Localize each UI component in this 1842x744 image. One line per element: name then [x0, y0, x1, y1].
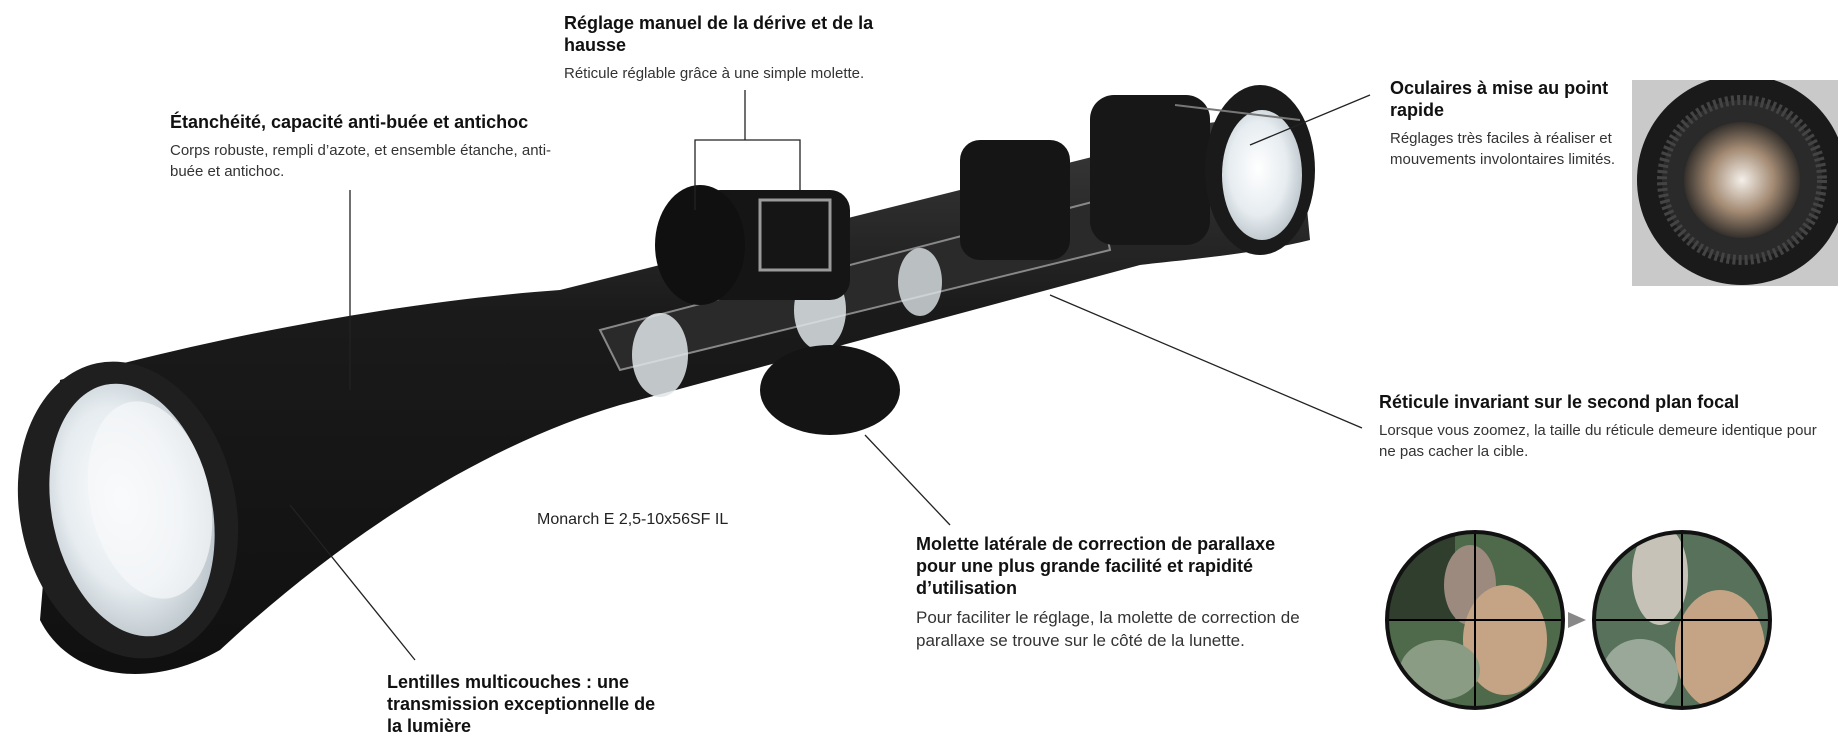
callout-oculaires-text: Réglages très faciles à réaliser et mouv…: [1390, 130, 1616, 168]
callout-reticule-text: Lorsque vous zoomez, la taille du réticu…: [1379, 422, 1817, 460]
leader-oculaires: [1249, 94, 1371, 146]
callout-reticule: Réticule invariant sur le second plan fo…: [1379, 391, 1819, 462]
callout-etancheite: Étanchéité, capacité anti-buée et antich…: [170, 111, 570, 182]
callout-molette-title: Molette latérale de correction de parall…: [916, 534, 1276, 598]
model-name: Monarch E 2,5-10x56SF IL: [537, 511, 729, 528]
triangle-right-icon: [1568, 612, 1586, 628]
leader-lentilles: [289, 504, 416, 661]
callout-etancheite-title: Étanchéité, capacité anti-buée et antich…: [170, 112, 529, 132]
callout-reglage-text: Réticule réglable grâce à une simple mol…: [564, 65, 865, 82]
leader-molette: [864, 434, 951, 526]
callout-molette: Molette latérale de correction de parall…: [916, 533, 1336, 652]
callout-reglage: Réglage manuel de la dérive et de la hau…: [564, 12, 924, 84]
leader-reticule: [1049, 294, 1363, 429]
callout-oculaires: Oculaires à mise au point rapide Réglage…: [1390, 77, 1630, 170]
callout-oculaires-title: Oculaires à mise au point rapide: [1390, 78, 1609, 120]
callout-reticule-title: Réticule invariant sur le second plan fo…: [1379, 392, 1740, 412]
reticle-zoom-high: [1592, 530, 1772, 710]
reticle-zoom-low: [1385, 530, 1565, 710]
parallax-knob: [760, 345, 900, 435]
callout-etancheite-text: Corps robuste, rempli d’azote, et ensemb…: [170, 142, 552, 180]
callout-molette-text: Pour faciliter le réglage, la molette de…: [916, 608, 1300, 650]
callout-lentilles-title: Lentilles multicouches : une transmissio…: [387, 672, 656, 736]
eyepiece-closeup-image: [1632, 80, 1838, 286]
callout-lentilles: Lentilles multicouches : une transmissio…: [387, 671, 657, 744]
callout-reglage-title: Réglage manuel de la dérive et de la hau…: [564, 13, 874, 55]
